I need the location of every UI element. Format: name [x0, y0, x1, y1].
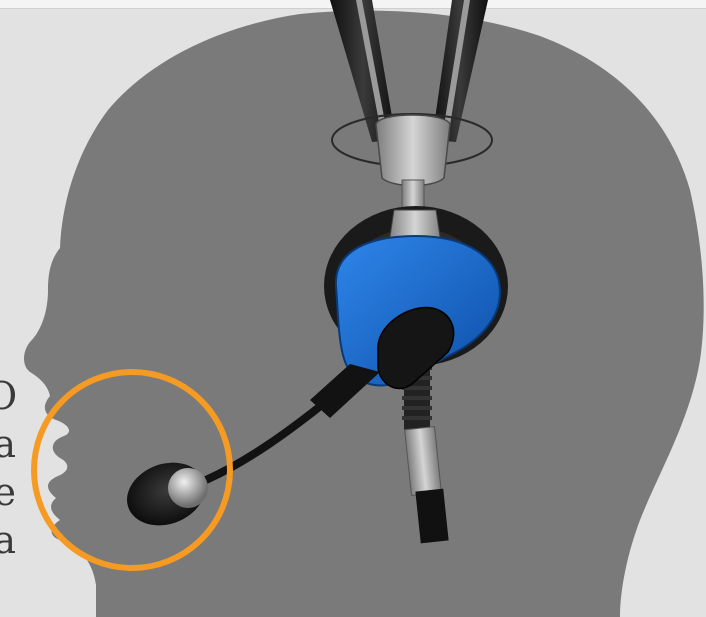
slider-hub	[376, 115, 450, 186]
edge-text-line-1: O	[0, 372, 16, 420]
edge-text-line-2: a	[0, 420, 16, 468]
edge-text-line-3: e	[0, 468, 16, 516]
cable-plug	[415, 489, 448, 544]
edge-text-line-4: a	[0, 516, 16, 564]
cropped-edge-text: O a e a	[0, 372, 16, 564]
cable-strain-relief	[405, 427, 442, 496]
